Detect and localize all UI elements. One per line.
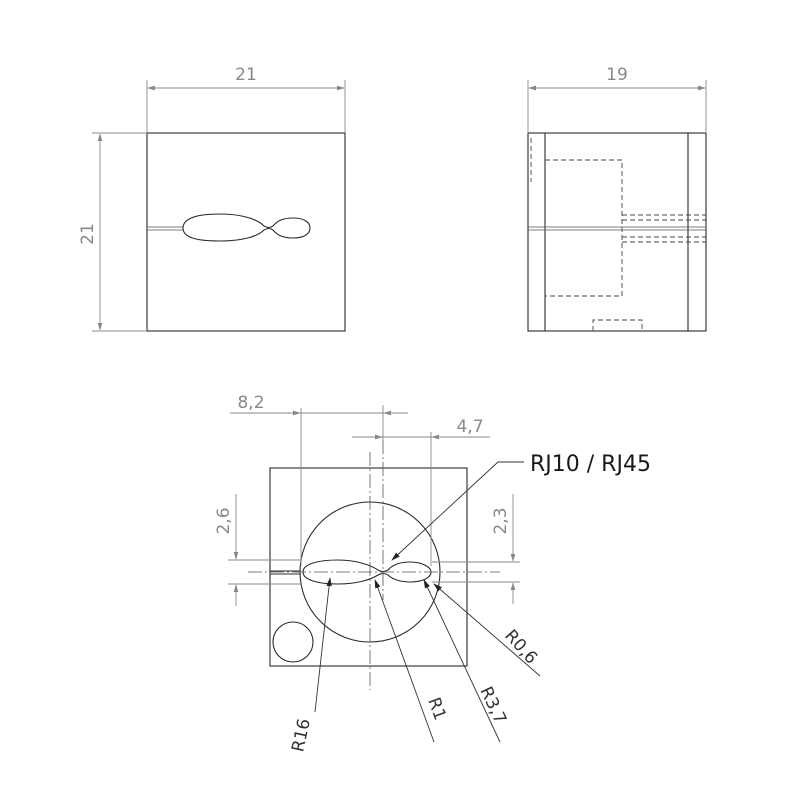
connector-label: RJ10 / RJ45 (530, 452, 651, 477)
r16-leader (314, 577, 332, 713)
side-hidden-cavity (545, 159, 623, 297)
r1-label: R1 (423, 695, 450, 723)
side-view-body (527, 132, 707, 332)
section-small-hole (272, 621, 314, 663)
r1-leader (374, 579, 435, 743)
dim-47-label: 4,7 (456, 417, 483, 437)
section-body (269, 467, 468, 667)
r37-leader (423, 579, 501, 743)
r06-leader (433, 583, 541, 677)
side-view: 19 (527, 65, 707, 332)
dim-82-label: 8,2 (237, 393, 264, 413)
dim-23-label: 2,3 (491, 507, 511, 534)
front-height-dim: 21 (78, 223, 98, 245)
front-view: 21 21 (78, 65, 346, 332)
front-view-body (146, 132, 346, 332)
section-view: 8,2 4,7 2,6 2,3 RJ10 / RJ45 R16 R1 R3,7 … (214, 393, 651, 754)
front-cable-profile (182, 213, 311, 242)
front-width-dim: 21 (235, 65, 257, 85)
r37-label: R3,7 (475, 684, 510, 728)
r16-label: R16 (288, 717, 315, 754)
dim-26-label: 2,6 (214, 507, 234, 534)
side-width-dim: 19 (606, 65, 628, 85)
side-hidden-bottom-notch (592, 319, 643, 331)
connector-leader (391, 461, 524, 561)
